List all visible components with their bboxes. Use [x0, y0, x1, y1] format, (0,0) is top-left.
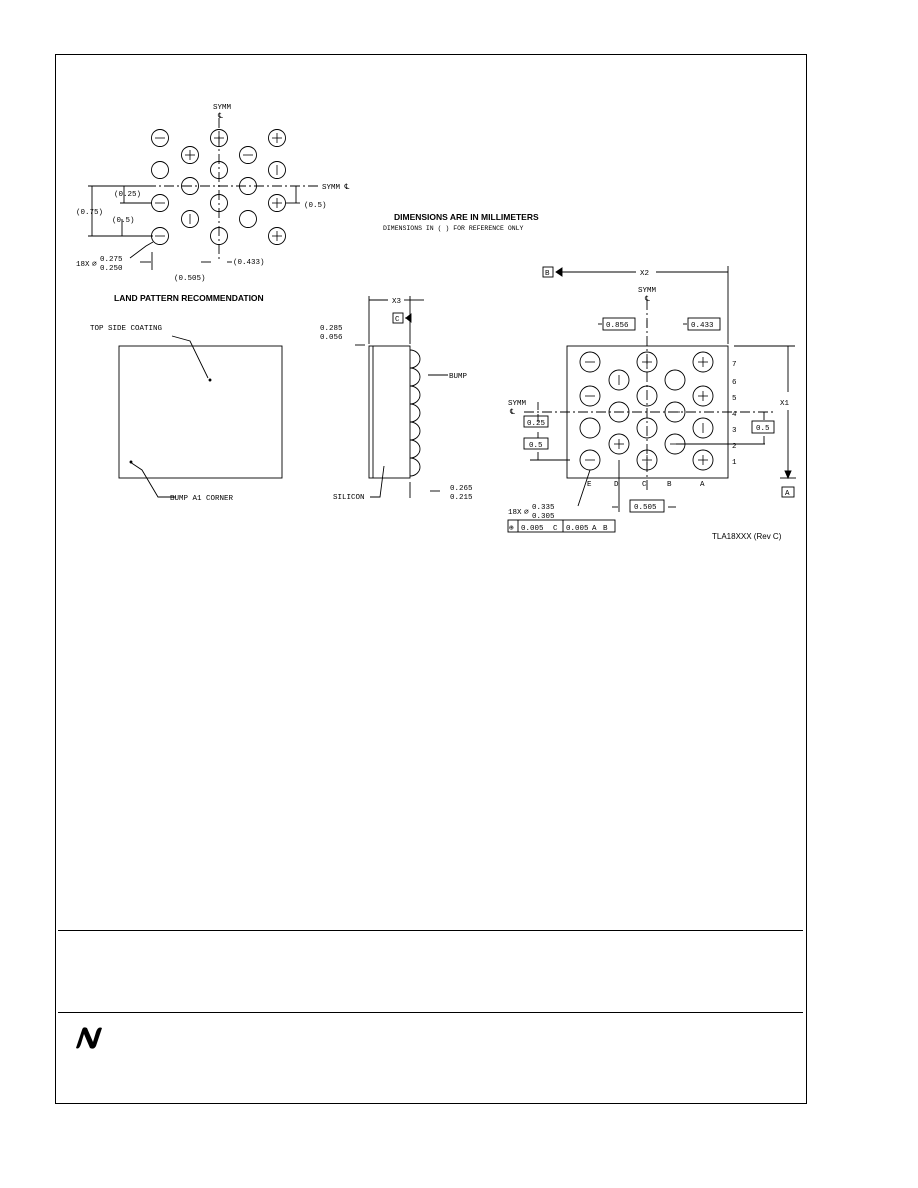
land-bump-dia-min: 0.250: [100, 265, 123, 273]
fcf-datum-c: C: [553, 525, 558, 533]
fcf-tolerance-2: 0.005: [566, 525, 589, 533]
bottom-x1-label: X1: [780, 400, 790, 408]
fcf-tolerance-1: 0.005: [521, 525, 544, 533]
col-label: E: [587, 481, 592, 489]
land-pad: [268, 227, 286, 245]
units-note: DIMENSIONS ARE IN MILLIMETERS: [394, 212, 539, 222]
bottom-datum-b: B: [545, 270, 550, 278]
land-pad: [151, 161, 169, 179]
row-label: 7: [732, 361, 737, 369]
land-pad: [239, 177, 257, 195]
col-label: C: [642, 481, 647, 489]
side-height-max: 0.265: [450, 485, 473, 493]
land-pad: [239, 210, 257, 228]
side-silicon-label: SILICON: [333, 494, 365, 502]
bottom-centerline-left: ℄: [509, 408, 516, 417]
land-pad: [151, 129, 169, 147]
land-pattern: [88, 118, 320, 270]
side-thickness-max: 0.285: [320, 325, 343, 333]
bottom-dim-0433: 0.433: [691, 322, 714, 330]
side-datum-c: C: [395, 316, 400, 324]
bottom-symm-label: SYMM: [638, 287, 657, 295]
land-dim-0433: (0.433): [233, 259, 265, 267]
divider-upper: [58, 930, 803, 931]
land-dim-0505: (0.505): [174, 275, 206, 283]
land-symm-label: SYMM: [213, 104, 232, 112]
land-pad: [210, 194, 228, 212]
land-pad: [210, 129, 228, 147]
row-label: 2: [732, 443, 737, 451]
company-logo: [76, 1027, 102, 1049]
bottom-dia-symbol: ∅: [524, 509, 529, 517]
land-pad: [268, 129, 286, 147]
land-pad: [181, 177, 199, 195]
bottom-dim-025: 0.25: [527, 420, 546, 428]
fcf-datum-a: A: [592, 525, 597, 533]
land-centerline-mark: ℄: [217, 112, 224, 121]
bottom-dim-05-right: 0.5: [756, 425, 770, 433]
bottom-dim-0505: 0.505: [634, 504, 657, 512]
row-label: 5: [732, 395, 737, 403]
drawing-reference: TLA18XXX (Rev C): [712, 532, 782, 541]
col-label: B: [667, 481, 672, 489]
col-label: A: [700, 481, 705, 489]
side-view: [355, 296, 448, 498]
side-height-min: 0.215: [450, 494, 473, 502]
side-thickness-min: 0.056: [320, 334, 343, 342]
fcf-position-symbol: ⊕: [509, 525, 514, 533]
bottom-dia-max: 0.335: [532, 504, 555, 512]
land-pad: [268, 194, 286, 212]
bottom-view: [507, 266, 796, 533]
row-label: 3: [732, 427, 737, 435]
land-dim-05-right: (0.5): [304, 202, 327, 210]
land-pad: [181, 210, 199, 228]
side-bump-label: BUMP: [449, 373, 468, 381]
bottom-dim-05: 0.5: [529, 442, 543, 450]
land-dim-05-left: (0.5): [112, 217, 135, 225]
top-coating-label: TOP SIDE COATING: [90, 325, 163, 333]
land-bump-dia-max: 0.275: [100, 256, 123, 264]
bottom-centerline-mark: ℄: [644, 295, 651, 304]
col-label: D: [614, 481, 619, 489]
land-pad: [210, 161, 228, 179]
land-dim-075: (0.75): [76, 209, 103, 217]
bottom-bump-count: 18X: [508, 509, 522, 517]
page-frame: [55, 54, 807, 1104]
reference-note: DIMENSIONS IN ( ) FOR REFERENCE ONLY: [383, 225, 524, 232]
land-symm-right-label: SYMM ℄: [322, 183, 351, 192]
bottom-x2-label: X2: [640, 270, 649, 278]
bottom-dim-0856: 0.856: [606, 322, 629, 330]
land-pad: [210, 227, 228, 245]
top-view: [118, 335, 283, 498]
bottom-datum-a: A: [785, 490, 790, 498]
divider-lower: [58, 1012, 803, 1013]
fcf-datum-b: B: [603, 525, 608, 533]
land-dim-025: (0.25): [114, 191, 141, 199]
land-pad: [239, 146, 257, 164]
row-label: 1: [732, 459, 737, 467]
bottom-dia-min: 0.305: [532, 513, 555, 521]
row-label: 6: [732, 379, 737, 387]
bottom-symm-left-label: SYMM: [508, 400, 527, 408]
land-bump-count: 18X: [76, 261, 90, 269]
land-pattern-title: LAND PATTERN RECOMMENDATION: [114, 293, 264, 303]
land-dia-symbol: ∅: [92, 261, 97, 269]
land-pad: [181, 146, 199, 164]
side-x3-label: X3: [392, 298, 402, 306]
row-label: 4: [732, 411, 737, 419]
land-pad: [268, 161, 286, 179]
bump-a1-corner-label: BUMP A1 CORNER: [170, 495, 234, 503]
